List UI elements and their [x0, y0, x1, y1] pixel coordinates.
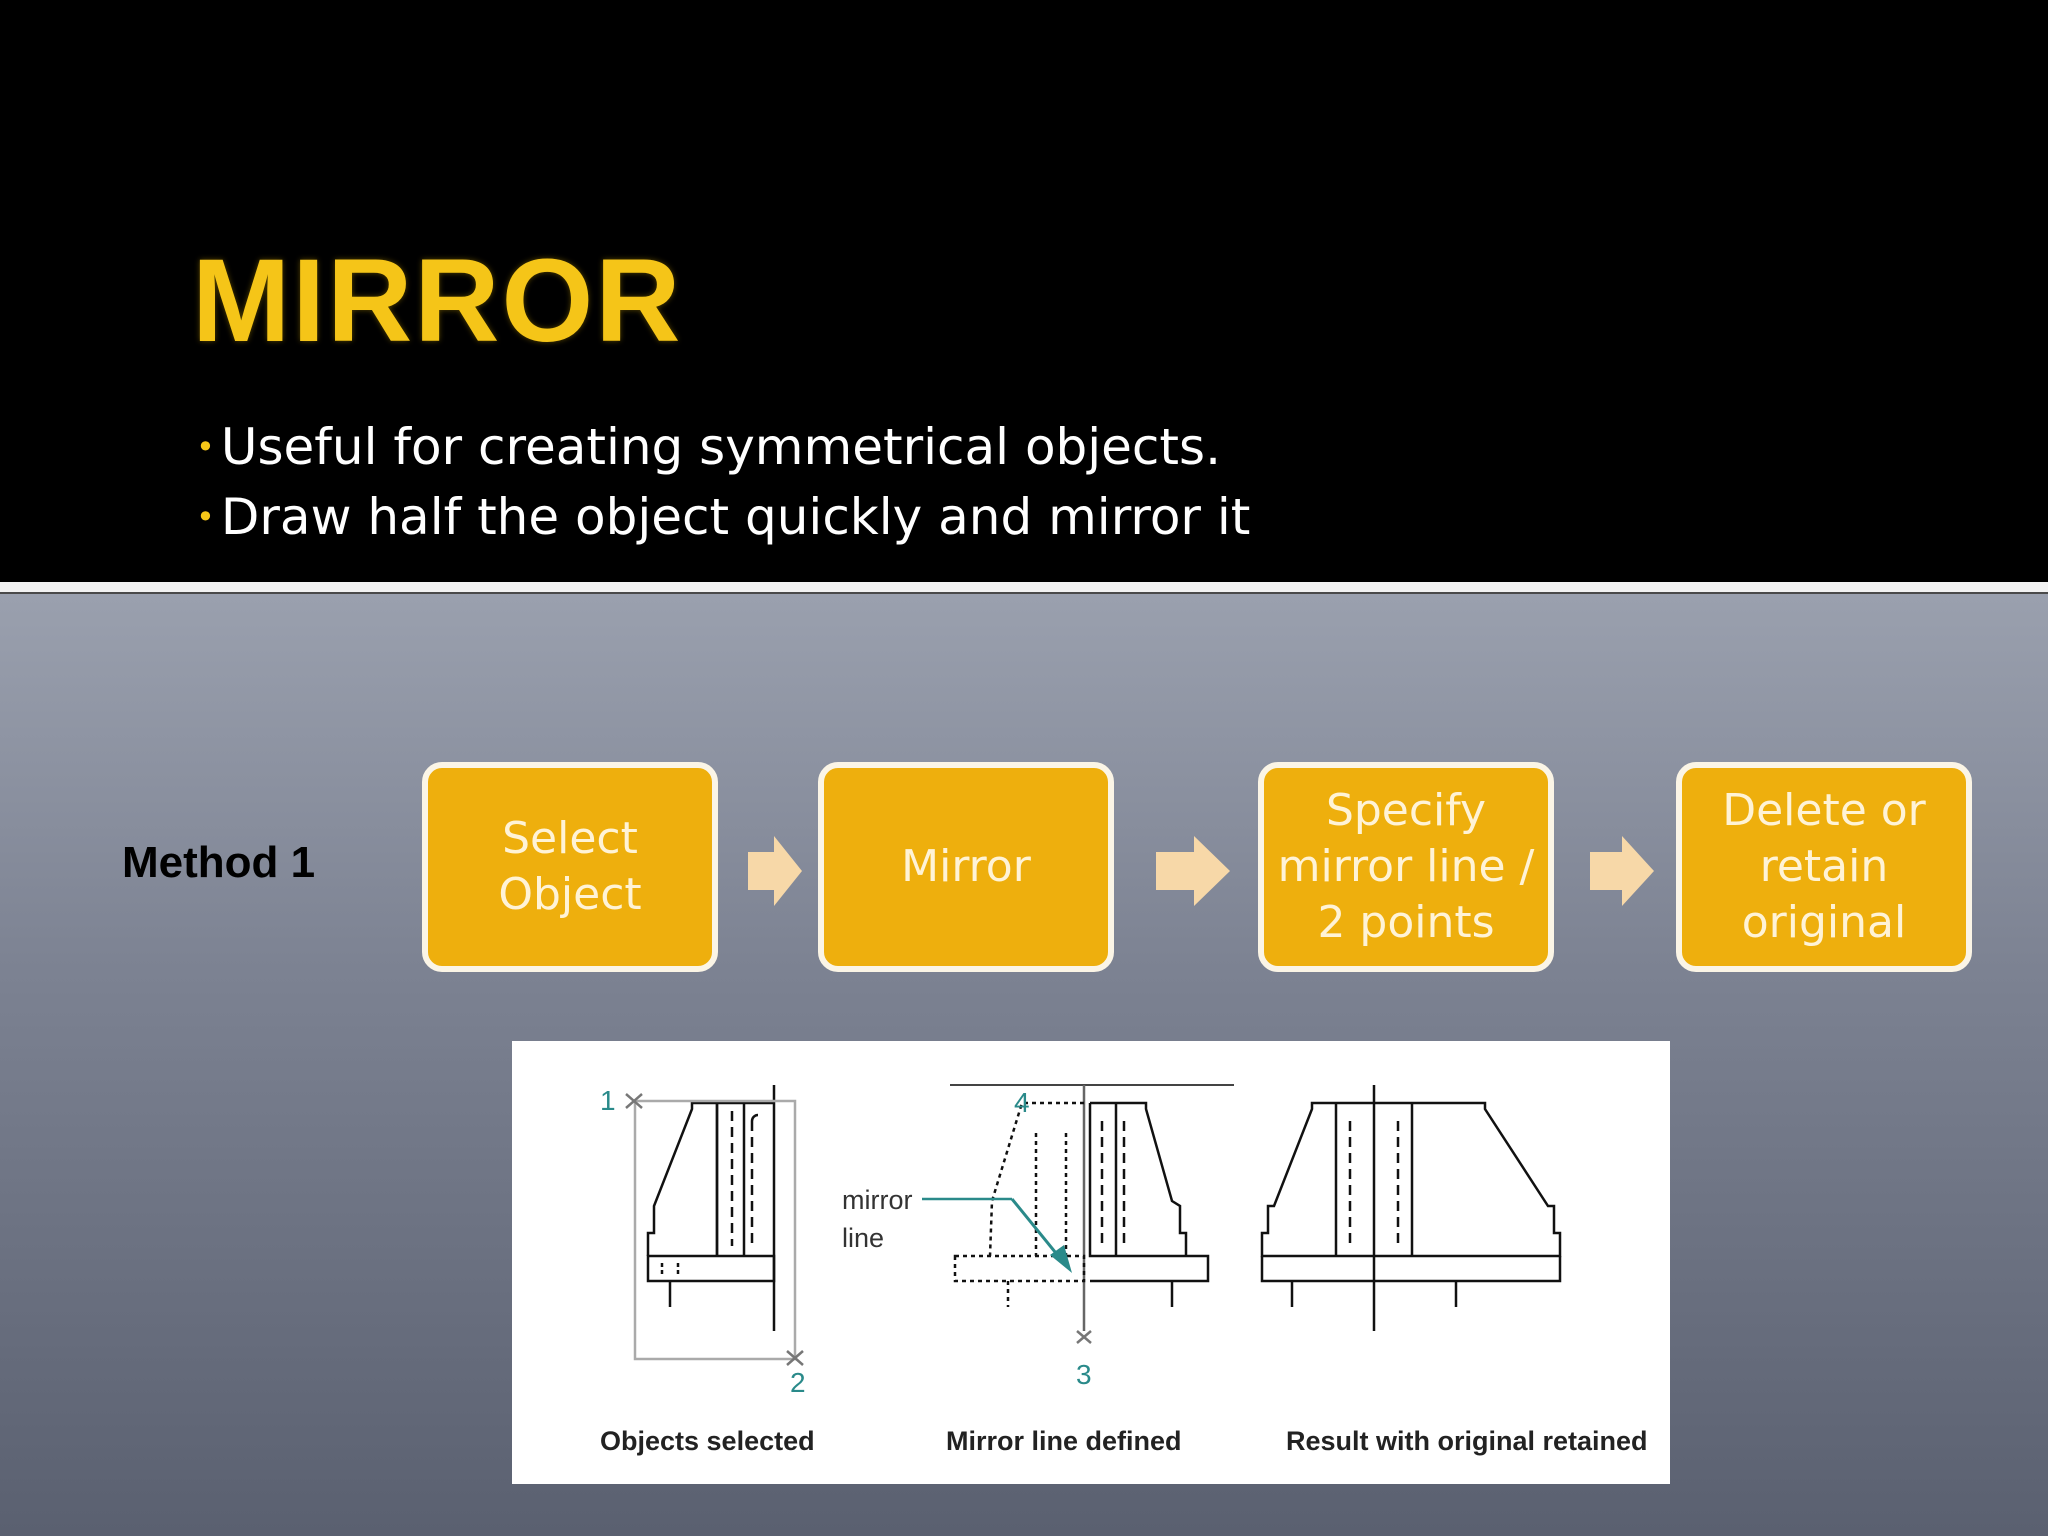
divider-shadow [0, 592, 2048, 594]
slide-title: MIRROR [192, 235, 683, 367]
bullet-text: Draw half the object quickly and mirror … [220, 488, 1251, 546]
title-area [0, 0, 2048, 582]
step-text: Delete or retain original [1722, 783, 1926, 951]
step-line: mirror line / [1277, 841, 1535, 892]
step-line: Object [498, 869, 642, 920]
mirror-label-line: line [842, 1223, 885, 1253]
step-line: Specify [1325, 785, 1487, 836]
bullet-item: • Useful for creating symmetrical object… [196, 412, 1250, 482]
bullet-list: • Useful for creating symmetrical object… [196, 412, 1250, 552]
point-label: 1 [600, 1085, 616, 1116]
mirror-line-label: mirror line [842, 1181, 912, 1257]
step-line: Mirror [901, 841, 1031, 892]
step-text: Select Object [498, 811, 641, 923]
step-line: 2 points [1317, 897, 1495, 948]
point-label: 3 [1076, 1359, 1092, 1390]
step-select-object: Select Object [422, 762, 718, 972]
mirror-diagram [625, 1084, 1562, 1366]
step-delete-retain: Delete or retain original [1676, 762, 1972, 972]
point-label: 4 [1014, 1087, 1030, 1118]
point-label: 2 [790, 1367, 806, 1398]
bullet-marker: • [196, 428, 215, 466]
mirror-illustration: 1 2 3 4 mirror line [512, 1041, 1670, 1484]
bullet-item: • Draw half the object quickly and mirro… [196, 482, 1250, 552]
divider [0, 582, 2048, 592]
mirror-label-line: mirror [842, 1185, 913, 1215]
step-line: original [1741, 897, 1907, 948]
caption-result: Result with original retained [1286, 1426, 1648, 1456]
caption-objects-selected: Objects selected [600, 1426, 815, 1456]
step-mirror: Mirror [818, 762, 1114, 972]
step-line: Delete or [1722, 785, 1926, 836]
method-label: Method 1 [122, 838, 316, 887]
step-line: Select [502, 813, 638, 864]
step-text: Mirror [901, 839, 1031, 895]
step-specify-line: Specify mirror line / 2 points [1258, 762, 1554, 972]
step-line: retain [1759, 841, 1889, 892]
bullet-text: Useful for creating symmetrical objects. [220, 418, 1221, 476]
caption-mirror-line-defined: Mirror line defined [946, 1426, 1182, 1456]
bullet-marker: • [196, 498, 215, 536]
step-text: Specify mirror line / 2 points [1278, 783, 1535, 951]
